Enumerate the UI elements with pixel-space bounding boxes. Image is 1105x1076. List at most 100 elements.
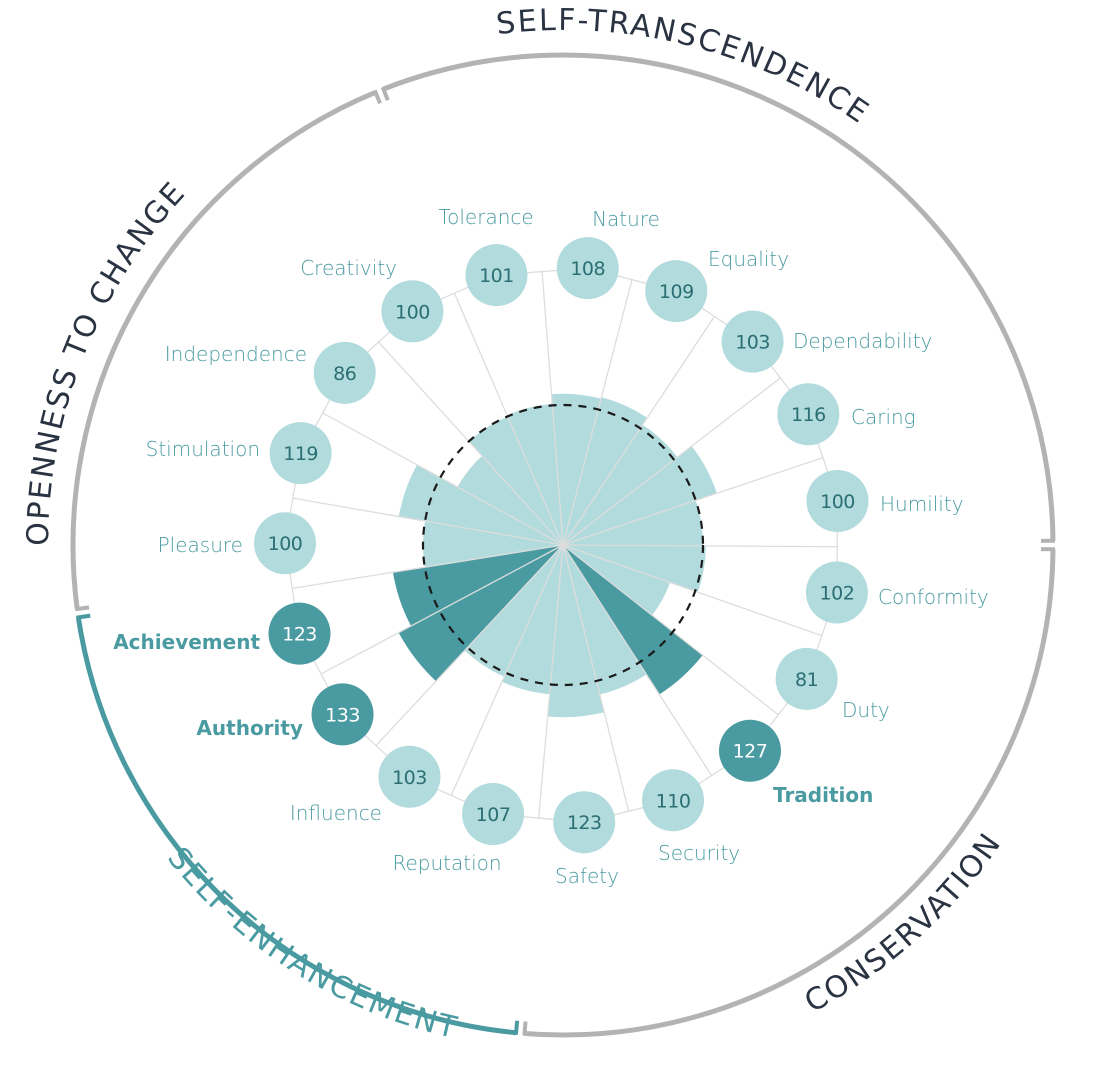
value-label-conformity: 102 — [820, 582, 855, 604]
spoke-line — [562, 544, 838, 548]
bar-authority — [398, 545, 563, 682]
value-bubble-independence — [313, 341, 376, 404]
category-ring-tick — [372, 89, 382, 105]
value-bubble-safety — [553, 791, 616, 854]
name-label-tradition: Tradition — [773, 783, 873, 807]
value-bubble-tradition — [718, 719, 781, 782]
name-label-dependability: Dependability — [793, 329, 932, 353]
value-label-independence: 86 — [333, 363, 356, 385]
spoke-line — [562, 456, 824, 546]
spoke-line — [450, 544, 564, 796]
bar-stimulation — [398, 464, 563, 545]
name-label-authority: Authority — [196, 716, 303, 740]
name-label-achievement: Achievement — [113, 630, 260, 654]
spoke-line — [541, 271, 564, 546]
value-label-dependability: 103 — [735, 332, 770, 354]
value-bubble-pleasure — [254, 512, 317, 575]
value-label-pleasure: 100 — [268, 533, 303, 555]
name-label-independence: Independence — [165, 342, 307, 366]
spoke-line — [375, 544, 564, 747]
category-ring-self-enhancement — [75, 617, 517, 1036]
value-label-reputation: 107 — [476, 804, 511, 826]
value-label-creativity: 100 — [395, 301, 430, 323]
bar-independence — [457, 455, 563, 545]
bar-influence — [464, 545, 563, 677]
value-label-humility: 100 — [820, 491, 855, 513]
bar-nature — [551, 393, 602, 545]
value-label-duty: 81 — [795, 669, 818, 691]
value-bubble-humility — [806, 469, 869, 532]
spoke-line — [562, 316, 715, 546]
category-ring-tick — [513, 1020, 520, 1035]
value-bubble-stimulation — [269, 422, 332, 485]
name-label-stimulation: Stimulation — [146, 437, 260, 461]
value-bubble-tolerance — [465, 244, 528, 307]
category-ring-tick — [522, 1021, 528, 1036]
value-label-influence: 103 — [392, 767, 427, 789]
bar-achievement — [392, 545, 563, 626]
value-bubble-caring — [777, 383, 840, 446]
value-label-nature: 108 — [570, 258, 605, 280]
name-label-security: Security — [658, 841, 740, 865]
spoke-line — [453, 292, 564, 546]
name-label-humility: Humility — [880, 492, 964, 516]
category-label-self-transcendence: SELF-TRANSCENDENCE — [495, 3, 876, 131]
category-ring-tick — [74, 605, 90, 612]
value-label-authority: 133 — [325, 704, 360, 726]
value-label-equality: 109 — [659, 281, 694, 303]
spoke-line — [322, 412, 564, 546]
category-ring-self-transcendence — [382, 52, 1056, 541]
value-label-safety: 123 — [567, 812, 602, 834]
spoke-line — [562, 544, 822, 637]
spoke-line — [537, 544, 564, 819]
value-label-achievement: 123 — [282, 624, 317, 646]
category-ring-conservation — [524, 549, 1056, 1038]
bar-conformity — [563, 545, 706, 593]
spoke-line — [378, 341, 564, 546]
value-bubble-achievement — [268, 602, 331, 665]
name-label-influence: Influence — [290, 801, 382, 825]
spoke-line — [562, 279, 633, 546]
bar-equality — [563, 397, 648, 545]
name-label-conformity: Conformity — [878, 585, 989, 609]
category-ring-openness-to-change — [70, 89, 377, 610]
value-bubble-security — [642, 769, 705, 832]
name-label-creativity: Creativity — [300, 256, 397, 280]
bar-dependability — [563, 424, 678, 545]
value-bubble-dependability — [721, 310, 784, 373]
spoke-line — [292, 497, 564, 546]
value-bubble-conformity — [805, 561, 868, 624]
name-label-duty: Duty — [842, 698, 890, 722]
name-label-equality: Equality — [708, 247, 789, 271]
value-label-tradition: 127 — [733, 741, 768, 763]
spoke-line — [562, 544, 713, 776]
bar-creativity — [468, 416, 563, 545]
name-label-reputation: Reputation — [392, 851, 501, 875]
bar-reputation — [501, 545, 563, 695]
value-bubble-influence — [378, 745, 441, 808]
spoke-line — [292, 544, 564, 590]
category-label-conservation: CONSERVATION — [799, 826, 1009, 1020]
value-bubble-reputation — [462, 783, 525, 846]
name-label-nature: Nature — [592, 207, 660, 231]
bar-caring — [563, 446, 717, 545]
bar-humility — [563, 500, 704, 546]
spoke-line — [562, 544, 630, 812]
category-ring-tick — [76, 613, 91, 620]
value-label-security: 110 — [656, 790, 691, 812]
bar-security — [563, 545, 647, 695]
name-label-pleasure: Pleasure — [158, 533, 243, 557]
bar-tradition — [563, 545, 703, 695]
baseline-circle-group — [421, 403, 705, 687]
bar-duty — [563, 545, 671, 616]
spoke-line — [320, 544, 564, 675]
spoke-line — [562, 544, 779, 716]
name-label-caring: Caring — [851, 405, 916, 429]
baseline-circle — [421, 403, 705, 687]
category-rings — [70, 52, 1056, 1038]
name-label-tolerance: Tolerance — [438, 205, 533, 229]
value-bubble-equality — [645, 260, 708, 323]
name-label-safety: Safety — [555, 864, 619, 888]
bars — [392, 393, 717, 718]
